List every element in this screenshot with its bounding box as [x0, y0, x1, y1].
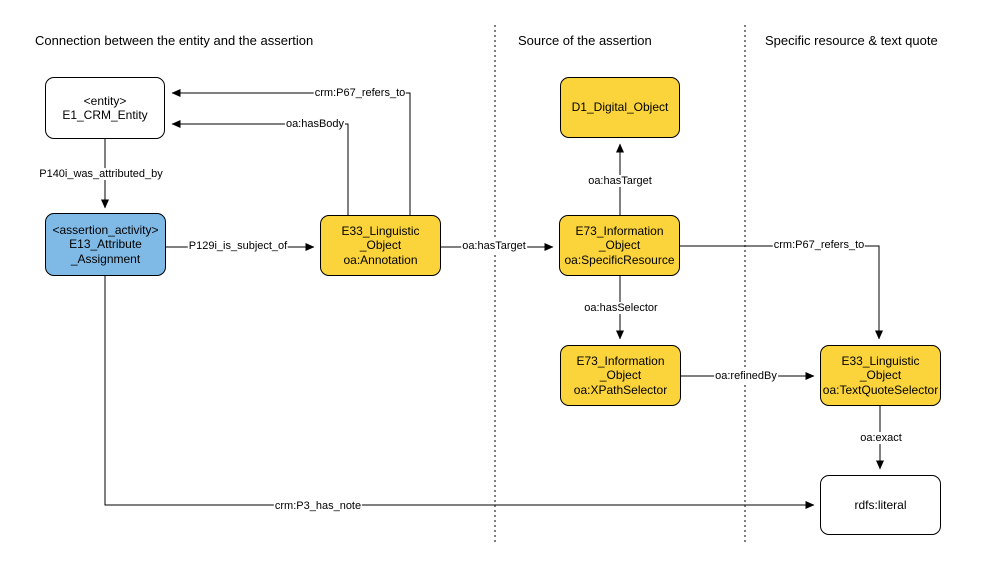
edge-label-p67-refers-to-left: crm:P67_refers_to: [313, 87, 407, 99]
edge-label-p129i-is-subject-of: P129i_is_subject_of: [187, 240, 289, 252]
node-label-line: oa:TextQuoteSelector: [822, 382, 939, 397]
node-e33-oa-text-quote-selector: E33_Linguistic _Object oa:TextQuoteSelec…: [820, 345, 941, 406]
node-label-line: E33_Linguistic: [341, 223, 420, 238]
node-rdfs-literal: rdfs:literal: [820, 475, 941, 535]
edge-label-p67-refers-to-right: crm:P67_refers_to: [772, 239, 866, 251]
node-label-line: E73_Information: [576, 353, 665, 368]
node-label-line: _Object: [598, 238, 641, 253]
edge-p3-has-note: [104, 276, 815, 509]
edge-p67-refers-to-right: [680, 245, 883, 340]
edge-label-has-body: oa:hasBody: [284, 118, 346, 130]
node-label-line: <entity>: [83, 93, 127, 108]
node-label-line: oa:XPathSelector: [573, 382, 668, 397]
edge-has-body: [171, 120, 349, 215]
edge-label-refined-by: oa:refinedBy: [714, 370, 778, 382]
node-label-line: _Object: [859, 368, 902, 383]
edge-label-has-target-horizontal: oa:hasTarget: [461, 240, 527, 252]
node-label-line: <assertion_activity>: [52, 222, 159, 237]
node-e13-attribute-assignment: <assertion_activity> E13_Attribute _Assi…: [45, 213, 166, 276]
edge-label-has-target-vertical: oa:hasTarget: [587, 175, 653, 187]
node-d1-digital-object: D1_Digital_Object: [560, 77, 680, 138]
edge-label-exact: oa:exact: [859, 432, 903, 444]
edge-label-p140i-was-attributed-by: P140i_was_attributed_by: [38, 168, 164, 180]
node-label-line: D1_Digital_Object: [571, 100, 669, 115]
node-label-line: E13_Attribute: [69, 237, 142, 252]
section-title-specific-resource: Specific resource & text quote: [765, 33, 938, 48]
node-label-line: _Object: [599, 368, 642, 383]
node-label-line: _Object: [359, 238, 402, 253]
node-label-line: E73_Information: [575, 223, 664, 238]
node-label-line: E33_Linguistic: [841, 353, 920, 368]
edge-p67-refers-to-left: [171, 89, 411, 215]
node-label-line: rdfs:literal: [854, 497, 907, 512]
section-title-connection: Connection between the entity and the as…: [35, 33, 314, 48]
node-e33-oa-annotation: E33_Linguistic _Object oa:Annotation: [320, 215, 441, 276]
node-e73-oa-specific-resource: E73_Information _Object oa:SpecificResou…: [559, 215, 680, 276]
edge-label-has-selector: oa:hasSelector: [583, 302, 659, 314]
node-label-line: _Assignment: [70, 251, 141, 266]
node-e1-crm-entity: <entity> E1_CRM_Entity: [45, 77, 165, 139]
edge-label-p3-has-note: crm:P3_has_note: [273, 500, 363, 512]
node-e73-oa-xpath-selector: E73_Information _Object oa:XPathSelector: [560, 345, 681, 406]
node-label-line: E1_CRM_Entity: [62, 108, 148, 122]
node-label-line: oa:SpecificResource: [564, 252, 675, 267]
node-label-line: oa:Annotation: [343, 252, 418, 267]
section-title-source: Source of the assertion: [518, 33, 652, 48]
